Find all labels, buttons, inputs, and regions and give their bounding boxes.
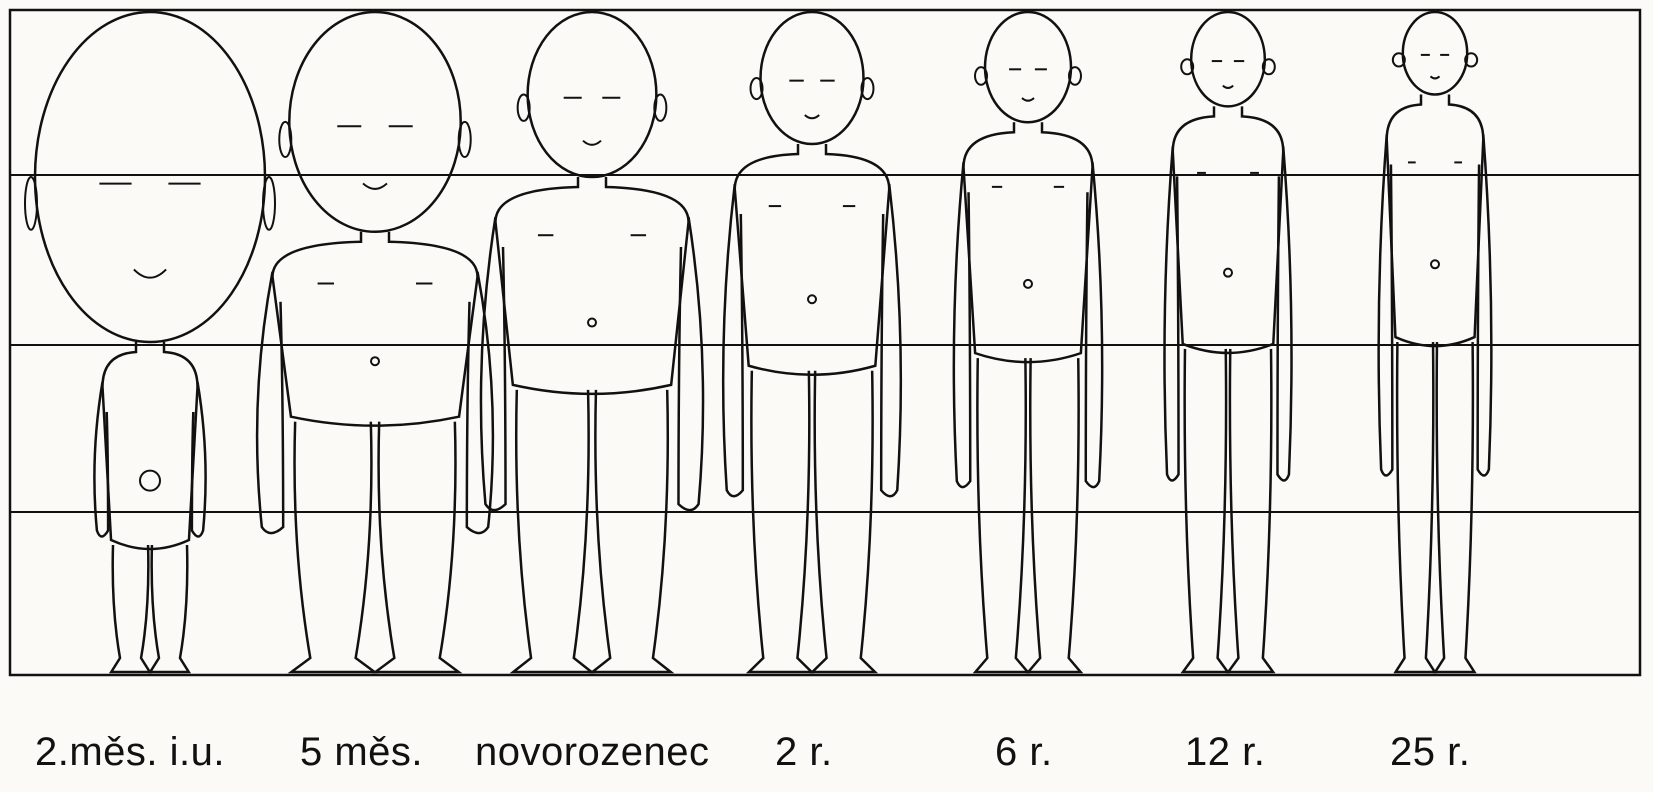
head [1191,12,1265,106]
right-ear [263,177,275,230]
left-leg [975,358,1027,672]
right-arm [1478,135,1492,476]
human-figures [25,12,1491,672]
torso [273,232,478,426]
mouth [805,115,819,118]
label-6-years: 6 r. [995,730,1053,775]
left-arm [257,272,283,533]
figure-5 [1164,12,1291,672]
left-leg [513,390,591,672]
left-arm [1164,146,1178,480]
right-leg [592,390,670,672]
right-leg [375,422,458,672]
label-2-months-in-utero: 2.měs. i.u. [35,730,225,775]
mouth [363,183,387,188]
torso [964,122,1093,362]
mouth [134,269,166,277]
figure-0 [25,12,275,672]
right-arm [678,217,703,510]
left-ear [25,177,37,230]
left-arm [954,162,970,487]
mouth [1223,86,1233,88]
navel [588,319,596,327]
label-25-years: 25 r. [1390,730,1470,775]
right-arm [881,184,901,496]
head [289,12,460,232]
mouth [583,141,601,145]
navel [1431,260,1439,268]
left-leg [291,422,374,672]
torso [1173,106,1283,353]
right-leg [1028,358,1080,672]
head [985,12,1071,122]
figure-3 [723,12,901,672]
right-arm [1086,162,1102,487]
navel [1024,280,1032,288]
torso [495,177,688,394]
label-12-years: 12 r. [1185,730,1265,775]
figure-6 [1379,12,1492,672]
right-leg [1435,342,1474,672]
navel [140,471,160,491]
navel [1224,269,1232,277]
right-leg [812,371,875,672]
right-leg [1228,349,1273,672]
torso [103,342,198,549]
left-arm [1379,135,1393,476]
head [1403,12,1467,95]
torso [735,144,889,375]
head [761,12,864,144]
right-leg [150,545,189,672]
left-leg [111,545,150,672]
head [528,12,657,177]
figure-4 [954,12,1102,672]
left-arm [723,184,743,496]
mouth [1022,98,1034,101]
torso [1387,95,1484,347]
label-2-years: 2 r. [775,730,833,775]
navel [371,357,379,365]
figure-2 [481,12,703,672]
mouth [1430,76,1439,78]
label-newborn: novorozenec [475,730,710,775]
figure-1 [257,12,493,672]
navel [808,295,816,303]
left-leg [1183,349,1228,672]
growth-proportions-diagram [0,0,1653,720]
left-leg [749,371,812,672]
label-5-months: 5 měs. [300,730,423,775]
left-leg [1396,342,1435,672]
head [35,12,265,342]
right-arm [1277,146,1291,480]
